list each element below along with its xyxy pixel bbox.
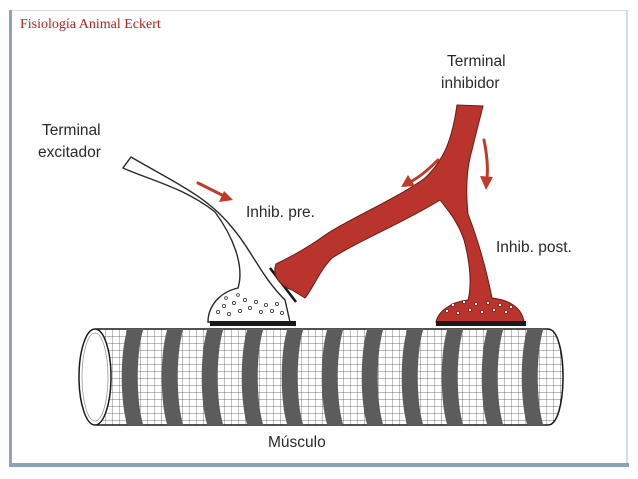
frame-bottom-border — [9, 463, 629, 467]
muscle-fiber — [78, 328, 564, 426]
label-musculo: Músculo — [268, 434, 326, 451]
synaptic-vesicles-inhibitory — [445, 300, 513, 315]
label-terminal-inhibidor-line1: Terminal — [447, 53, 506, 70]
label-inhib-pre: Inhib. pre. — [246, 204, 315, 221]
muscle-striations — [121, 329, 546, 425]
label-terminal-inhibidor-line2: inhibidor — [441, 75, 500, 92]
muscle-end-face — [78, 328, 112, 426]
frame-right-border — [626, 10, 628, 466]
slide-title: Fisiología Animal Eckert — [20, 17, 161, 32]
excitatory-postsynaptic-membrane — [210, 321, 296, 326]
label-terminal-excitador-line1: Terminal — [42, 122, 101, 139]
inhibitory-neuron — [274, 104, 526, 326]
arrow-inhib-pre-icon — [401, 158, 440, 187]
synaptic-vesicles-excitatory — [215, 293, 284, 316]
label-inhib-post: Inhib. post. — [496, 239, 572, 256]
frame-top-border — [9, 10, 628, 11]
arrow-excitatory-icon — [196, 181, 233, 202]
inhibitory-postsynaptic-membrane — [436, 321, 526, 326]
flow-arrows — [196, 138, 493, 202]
arrow-inhib-post-icon — [480, 138, 493, 190]
excitatory-terminal — [121, 156, 298, 326]
frame-left-border — [9, 10, 12, 466]
label-terminal-excitador-line2: excitador — [38, 144, 101, 161]
